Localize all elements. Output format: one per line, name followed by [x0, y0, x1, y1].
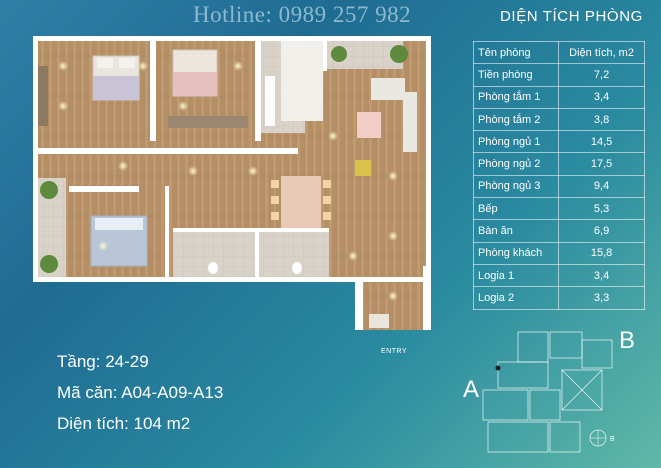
table-header-row: Tên phòng Diện tích, m2 [472, 40, 645, 65]
kitchen-counter [281, 41, 323, 121]
room-area: 15,8 [558, 241, 645, 265]
room-area: 6,9 [558, 219, 645, 243]
hotline-text: Hotline: 0989 257 982 [193, 2, 412, 27]
wardrobe-1 [38, 66, 48, 126]
room-name: Phòng tắm 1 [472, 85, 560, 109]
entry-mat [369, 314, 389, 328]
key-plan-label-b: B [619, 327, 636, 354]
interior-wall [173, 228, 329, 232]
room-name: Bếp [472, 197, 560, 221]
column-header-room-name: Tên phòng [472, 40, 560, 65]
area-info: Diện tích: 104 m2 [57, 414, 191, 433]
sofa [371, 78, 405, 100]
floor-plan [33, 36, 431, 330]
room-name: Logia 2 [472, 286, 560, 310]
room-name: Tiền phòng [472, 63, 560, 87]
room-name: Phòng khách [472, 241, 560, 265]
compass-label: B [610, 436, 615, 443]
armchair [355, 160, 371, 176]
room-area: 3,4 [558, 263, 645, 288]
column-header-area: Diện tích, m2 [558, 40, 645, 65]
room-name: Phòng ngủ 1 [472, 130, 560, 154]
room-name: Bàn ăn [472, 219, 560, 243]
pillow [97, 58, 113, 68]
pillow [95, 218, 143, 230]
blanket-1 [93, 76, 139, 100]
interior-wall [323, 41, 327, 71]
entry-label: ENTRY [381, 348, 408, 355]
interior-wall [69, 186, 139, 192]
floor-info: Tầng: 24-29 [57, 352, 149, 371]
plant [390, 45, 408, 63]
unit-code-info: Mã căn: A04-A09-A13 [57, 383, 224, 402]
key-plan-label-a: A [463, 376, 480, 403]
room-area: 9,4 [558, 174, 645, 199]
room-area: 3,8 [558, 107, 645, 132]
blanket-2 [173, 72, 217, 96]
key-plan-diagram: B [482, 331, 615, 453]
room-area: 17,5 [558, 152, 645, 176]
coffee-table [357, 112, 381, 138]
interior-wall [255, 41, 261, 141]
room-name: Phòng ngủ 2 [472, 152, 560, 176]
interior-wall [255, 232, 259, 277]
dining-table [281, 176, 321, 232]
pillow [119, 58, 135, 68]
ceiling-lights [58, 61, 398, 301]
room-name: Logia 1 [472, 263, 560, 288]
room-area: 7,2 [558, 63, 645, 87]
entry-wall [423, 266, 431, 330]
room-name: Phòng ngủ 3 [472, 174, 560, 199]
dining-chairs [271, 180, 331, 220]
room-area: 3,4 [558, 85, 645, 109]
room-area: 5,3 [558, 197, 645, 221]
sofa-side [403, 92, 417, 152]
toilet [292, 262, 302, 274]
floor-plan-drawing [33, 36, 431, 330]
interior-wall [150, 41, 156, 141]
toilet [208, 262, 218, 274]
vanity [265, 76, 275, 126]
plant [331, 46, 347, 62]
room-area: 14,5 [558, 130, 645, 154]
interior-wall [38, 148, 298, 154]
wardrobe-2 [168, 116, 248, 128]
room-name: Phòng tắm 2 [472, 107, 560, 132]
unit-marker [495, 365, 501, 371]
plant [40, 255, 58, 273]
room-area: 3,3 [558, 286, 645, 310]
interior-wall [165, 186, 169, 278]
area-table-title: DIỆN TÍCH PHÒNG [500, 8, 643, 25]
plant [40, 181, 58, 199]
